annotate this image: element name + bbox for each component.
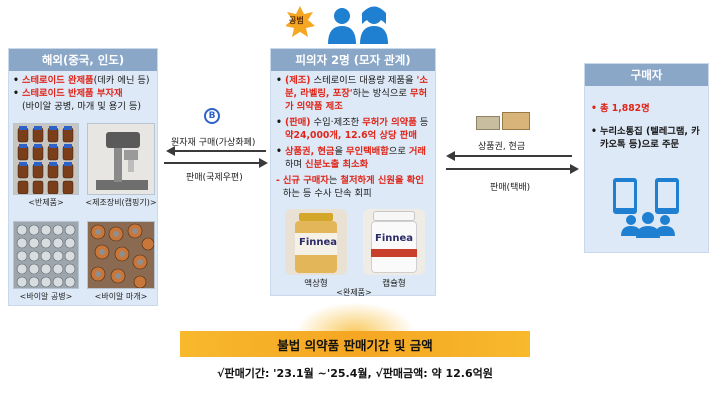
- gift-card-cash-image: [476, 112, 530, 134]
- vial-caps-photo: [87, 221, 155, 289]
- overseas-item-2: • 스테로이드 반제품 부자재(바이알 공병, 마개 및 용기 등): [13, 88, 142, 112]
- payment-label: 상품권, 현금: [478, 142, 526, 152]
- semi-finished-photo: [13, 123, 79, 195]
- vial-bottles-photo: [13, 221, 79, 289]
- evasion-bullet: - 신규 구매자는 철저하게 신원을 확인하는 등 수사 단속 회피: [276, 175, 424, 199]
- sale-left-arrow: [164, 162, 259, 164]
- finished-product-caption: <완제품>: [336, 288, 372, 297]
- buyer-channel: • 누리소통집 (텔레그램, 카카오톡 등)으로 주문: [591, 126, 700, 150]
- vials-icon: [17, 126, 74, 194]
- liquid-product-image: Finnea: [285, 209, 347, 275]
- capping-machine-icon: [96, 132, 148, 190]
- overseas-supplier-panel: 해외(중국, 인도) • 스테로이드 완제품(데카 에닌 등) • 스테로이드 …: [8, 48, 158, 306]
- sale-left-label: 판매(국제우편): [186, 173, 243, 183]
- vial-bottles-caption: <바이알 공병>: [19, 292, 73, 301]
- liquid-caption: 액상형: [304, 279, 328, 289]
- summary-detail: √판매기간: '23.1월 ~'25.4월, √판매금액: 약 12.6억원: [217, 367, 493, 380]
- purchase-arrow-head: [166, 146, 175, 156]
- purchase-label: 원자재 구매(가상화폐): [171, 138, 256, 148]
- payment-arrow: [454, 155, 572, 157]
- buyers-panel: 구매자 • 총 1,882명 • 누리소통집 (텔레그램, 카카오톡 등)으로 …: [584, 63, 709, 253]
- semi-finished-caption: <반제품>: [28, 198, 64, 207]
- overseas-item-1: • 스테로이드 완제품(데카 에닌 등): [13, 75, 150, 86]
- suspects-icon-group: 공범: [285, 4, 406, 48]
- buyers-info: • 총 1,882명 • 누리소통집 (텔레그램, 카카오톡 등)으로 주문: [591, 102, 707, 151]
- suspects-bullets: • (제조) 스테로이드 대용량 제품을 '소분, 라벨링, 포장'하는 방식으…: [276, 74, 432, 200]
- payment-arrow-head: [446, 151, 455, 161]
- sale-right-arrow: [446, 168, 570, 170]
- overseas-items: • 스테로이드 완제품(데카 에닌 등) • 스테로이드 반제품 부자재(바이알…: [13, 74, 155, 113]
- summary-title: 불법 의약품 판매기간 및 금액: [180, 331, 530, 357]
- sale-left-arrow-head: [259, 158, 268, 168]
- overseas-title: 해외(중국, 인도): [9, 49, 157, 71]
- suspects-icon: [285, 6, 388, 44]
- capping-machine-caption: <제조장비(캡핑기)>: [85, 198, 157, 207]
- purchase-arrow: [174, 150, 266, 152]
- capsule-product-image: Finnea: [363, 209, 425, 275]
- buyer-count: • 총 1,882명: [591, 103, 650, 114]
- sale-bullet: • (판매) 수입·제조한 무허가 의약품 등 약24,000개, 12.6억 …: [276, 117, 429, 141]
- manufacture-bullet: • (제조) 스테로이드 대용량 제품을 '소분, 라벨링, 포장'하는 방식으…: [276, 75, 428, 112]
- sale-right-arrow-head: [570, 164, 579, 174]
- capping-machine-photo: [87, 123, 155, 195]
- bitcoin-icon: B: [204, 108, 220, 124]
- liquid-brand-label: Finnea: [299, 237, 338, 248]
- vial-caps-caption: <바이알 마개>: [94, 292, 148, 301]
- buyers-title: 구매자: [585, 64, 708, 86]
- suspects-panel: 피의자 2명 (모자 관계) • (제조) 스테로이드 대용량 제품을 '소분,…: [270, 48, 436, 297]
- empty-vials-icon: [16, 224, 76, 288]
- transaction-bullet: • 상품권, 현금을 무인택배함으로 거래하며 신분노출 최소화: [276, 146, 426, 170]
- buyers-devices-icon: [613, 178, 679, 238]
- accomplice-badge: 공범: [289, 16, 304, 25]
- down-arrow-glow: [295, 302, 415, 332]
- suspects-title: 피의자 2명 (모자 관계): [271, 49, 435, 71]
- capsule-brand-label: Finnea: [375, 233, 414, 244]
- capsule-caption: 캡슐형: [382, 279, 406, 289]
- sale-right-label: 판매(택배): [490, 183, 531, 193]
- vial-caps-icon: [90, 223, 154, 288]
